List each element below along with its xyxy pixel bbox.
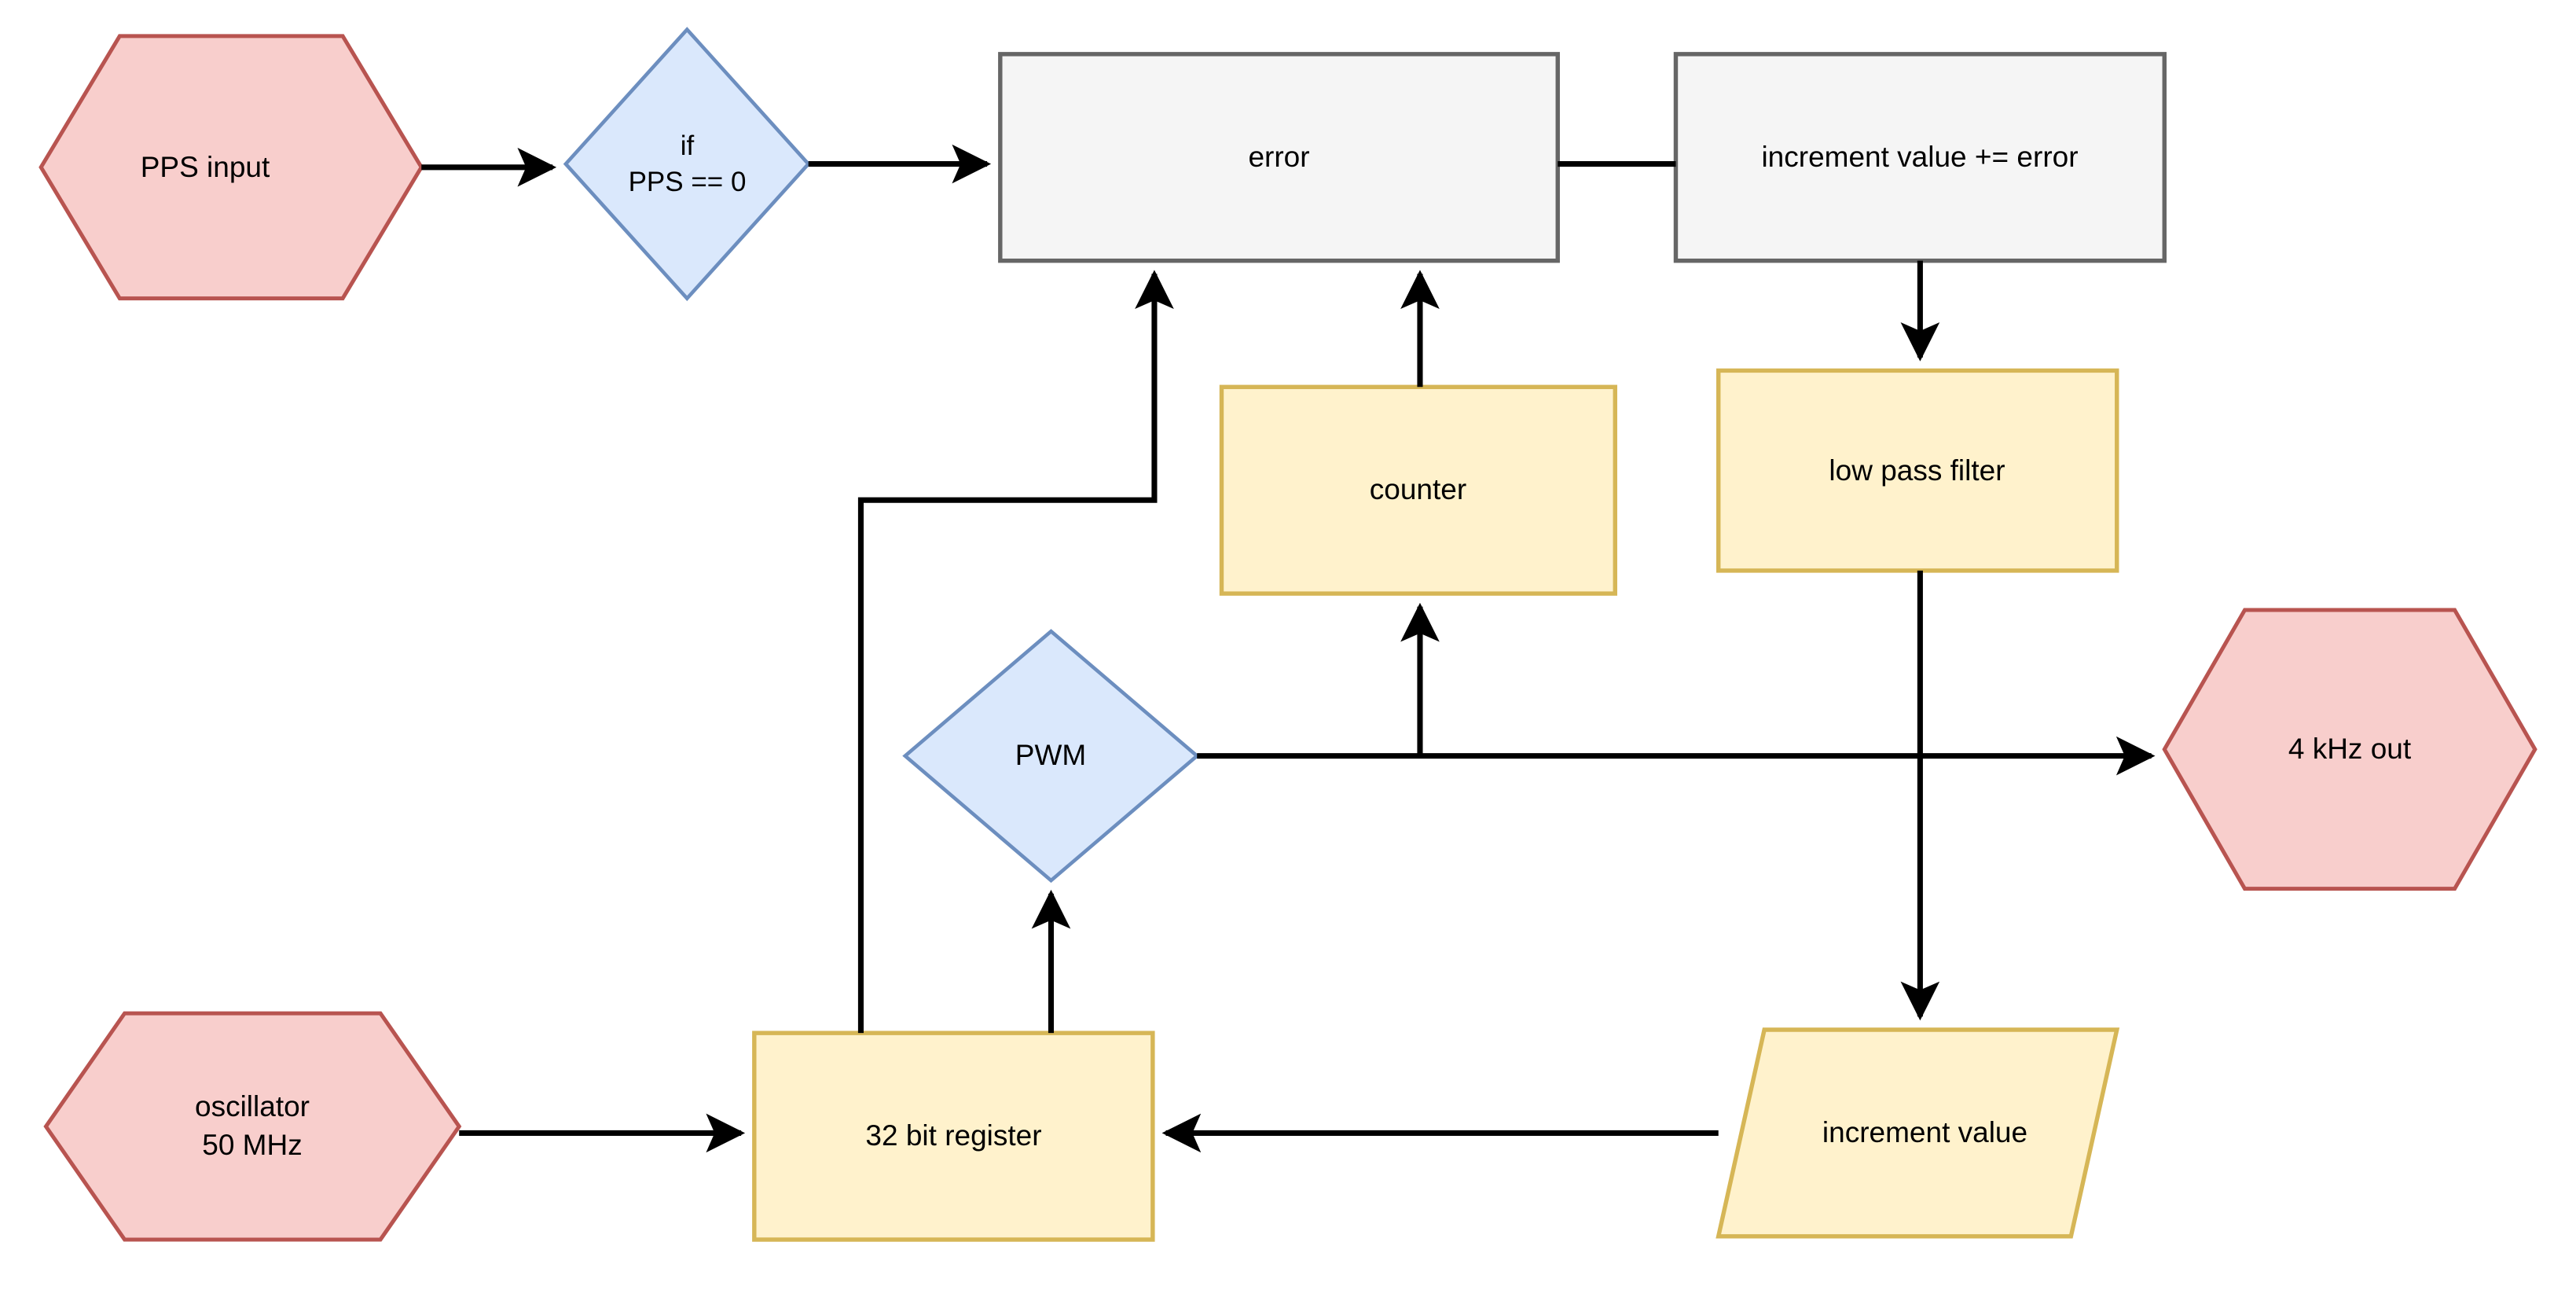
node-error[interactable] <box>998 52 1560 263</box>
node-if-pps-zero[interactable] <box>563 27 811 302</box>
node-thirty-two-bit-register[interactable] <box>752 1031 1155 1242</box>
node-increment-value-plus-error[interactable] <box>1673 52 2167 263</box>
node-pps-input[interactable] <box>39 34 424 301</box>
node-oscillator[interactable] <box>43 1011 462 1242</box>
edge-register-to-error <box>857 270 1174 1034</box>
node-increment-value[interactable] <box>1715 1027 2120 1239</box>
node-pwm[interactable] <box>902 629 1200 884</box>
node-low-pass-filter[interactable] <box>1716 368 2119 573</box>
node-counter[interactable] <box>1219 384 1617 596</box>
node-four-khz-out[interactable] <box>2162 608 2537 891</box>
